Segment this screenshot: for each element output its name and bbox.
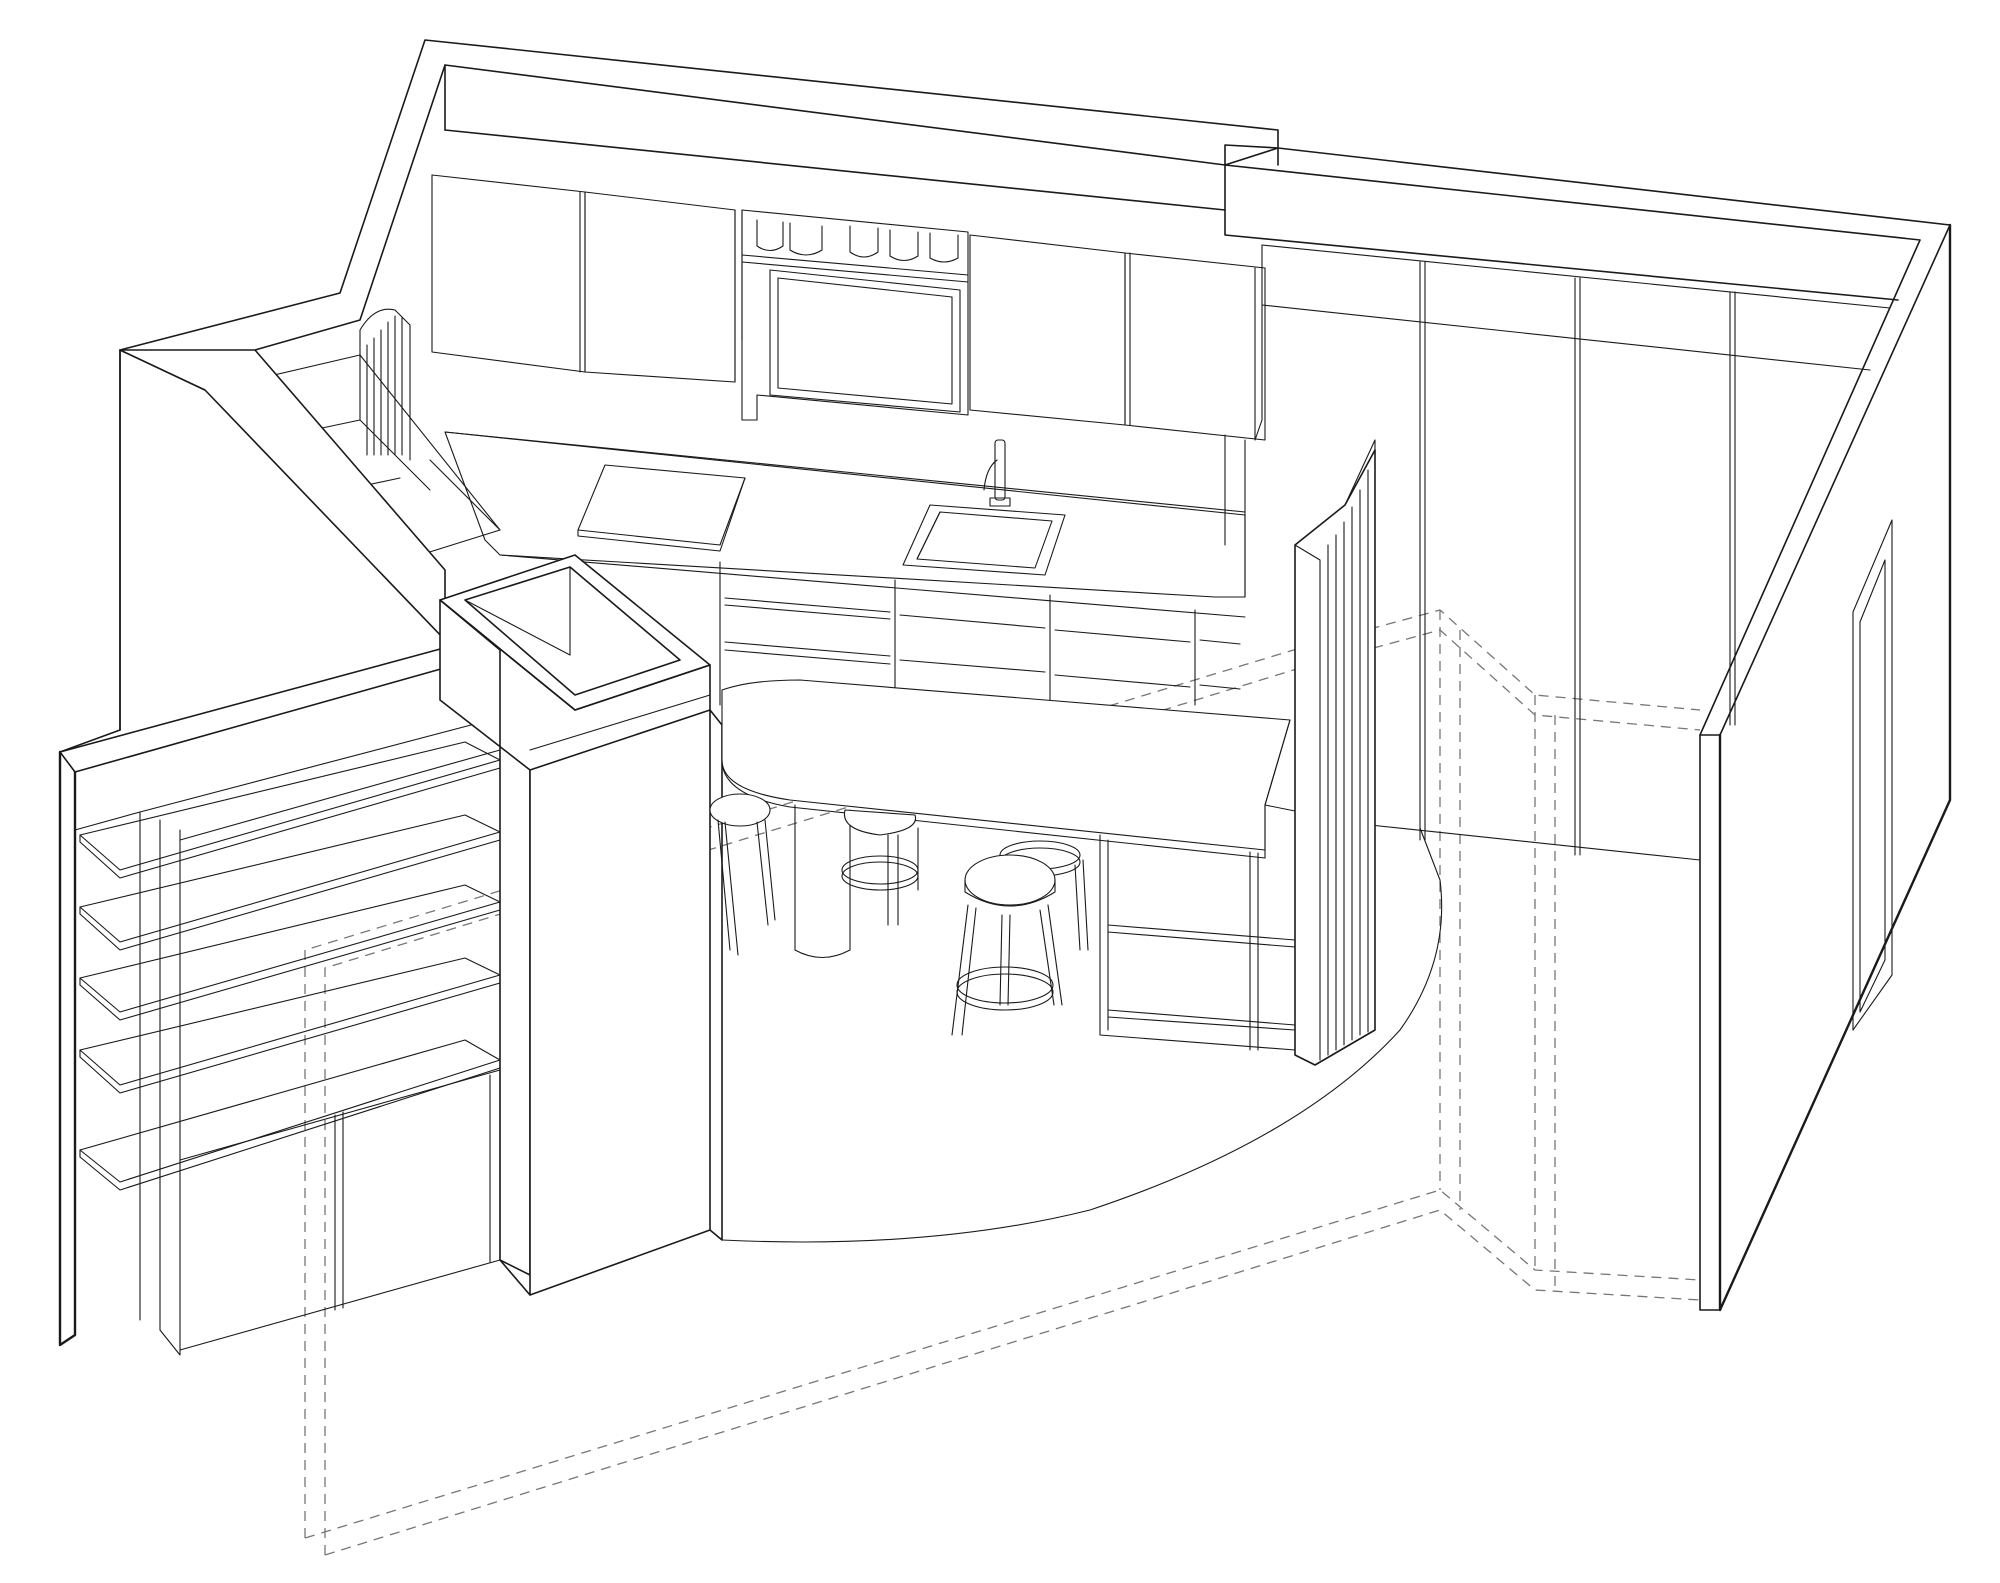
- stool-front: [951, 854, 1063, 1036]
- shelf: [79, 1039, 501, 1191]
- shelf: [79, 957, 501, 1094]
- stool-back-center: [841, 809, 919, 926]
- island-counter: [721, 679, 1301, 859]
- tall-wardrobes: [1254, 244, 1891, 856]
- tall-cabinet: [439, 599, 723, 1296]
- island-pillar: [794, 804, 851, 959]
- shelving-unit: [74, 719, 501, 1356]
- storage-jars: [756, 219, 959, 263]
- lower-cupboard: [179, 1069, 501, 1351]
- door: [1852, 519, 1893, 1031]
- radiator: [359, 308, 411, 461]
- countertop: [444, 431, 1246, 618]
- floor-curve: [721, 827, 1443, 1243]
- upper-cabinets: [431, 174, 1266, 441]
- shelf: [79, 741, 501, 879]
- base-cabinets: [719, 561, 1241, 706]
- window-and-shelf: [741, 209, 969, 421]
- slatted-screen: [1294, 439, 1376, 1066]
- outer-wall-back-right: [1224, 147, 1952, 1312]
- outer-wall-back-left: [119, 39, 1279, 731]
- island-base-cabinets: [1099, 834, 1296, 1051]
- left-wall: [58, 349, 456, 1347]
- cooktop: [577, 464, 746, 552]
- stool-back-left: [709, 793, 776, 956]
- shelf: [79, 814, 501, 951]
- sink: [902, 504, 1066, 576]
- faucet-icon: [983, 439, 1011, 507]
